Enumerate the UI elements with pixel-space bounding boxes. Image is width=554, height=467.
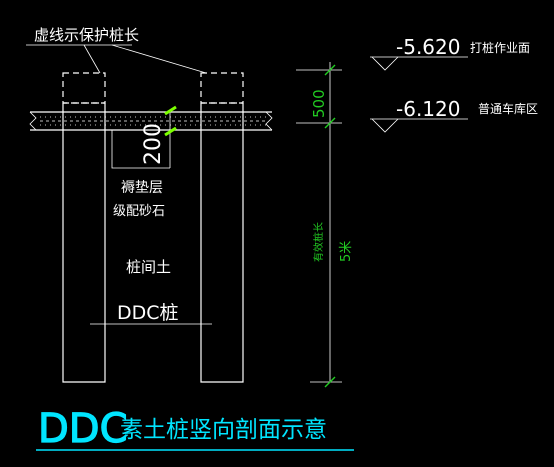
cushion-marker (164, 105, 177, 137)
elevation-mark-1: -5.620 打桩作业面 (370, 35, 530, 71)
left-pile (62, 103, 106, 383)
drawing-title: DDC 素土桩竖向剖面示意 (36, 405, 354, 453)
note-leader (83, 44, 101, 74)
elevation-1-text: 打桩作业面 (470, 40, 530, 55)
note-leader-2 (111, 44, 207, 74)
soil-between-piles-label: 桩间土 (126, 258, 171, 276)
left-pile-protection-top (62, 72, 106, 104)
right-pile-protection-top (200, 72, 244, 104)
cushion-layer-label: 褥垫层 (121, 179, 163, 196)
elevation-mark-2: -6.120 普通车库区 (370, 97, 538, 133)
title-cn: 素土桩竖向剖面示意 (120, 417, 327, 443)
effective-length-value: 5米 (339, 241, 354, 262)
cushion-dim-box (111, 130, 170, 169)
elevation-1-value: -5.620 (396, 35, 460, 59)
gravel-label: 级配砂石 (113, 204, 165, 219)
dim-200: 200 (141, 123, 166, 165)
dim-500: 500 (310, 89, 328, 118)
ddc-pile-label: DDC桩 (117, 302, 179, 324)
elevation-2-text: 普通车库区 (478, 101, 538, 116)
ground-band (29, 111, 273, 131)
dashed-pile-note: 虚线示保护桩长 (34, 26, 139, 44)
elevation-2-value: -6.120 (396, 97, 460, 121)
right-pile (200, 103, 244, 383)
effective-length-label: 有效桩长 (312, 222, 325, 262)
title-latin: DDC (38, 406, 128, 452)
